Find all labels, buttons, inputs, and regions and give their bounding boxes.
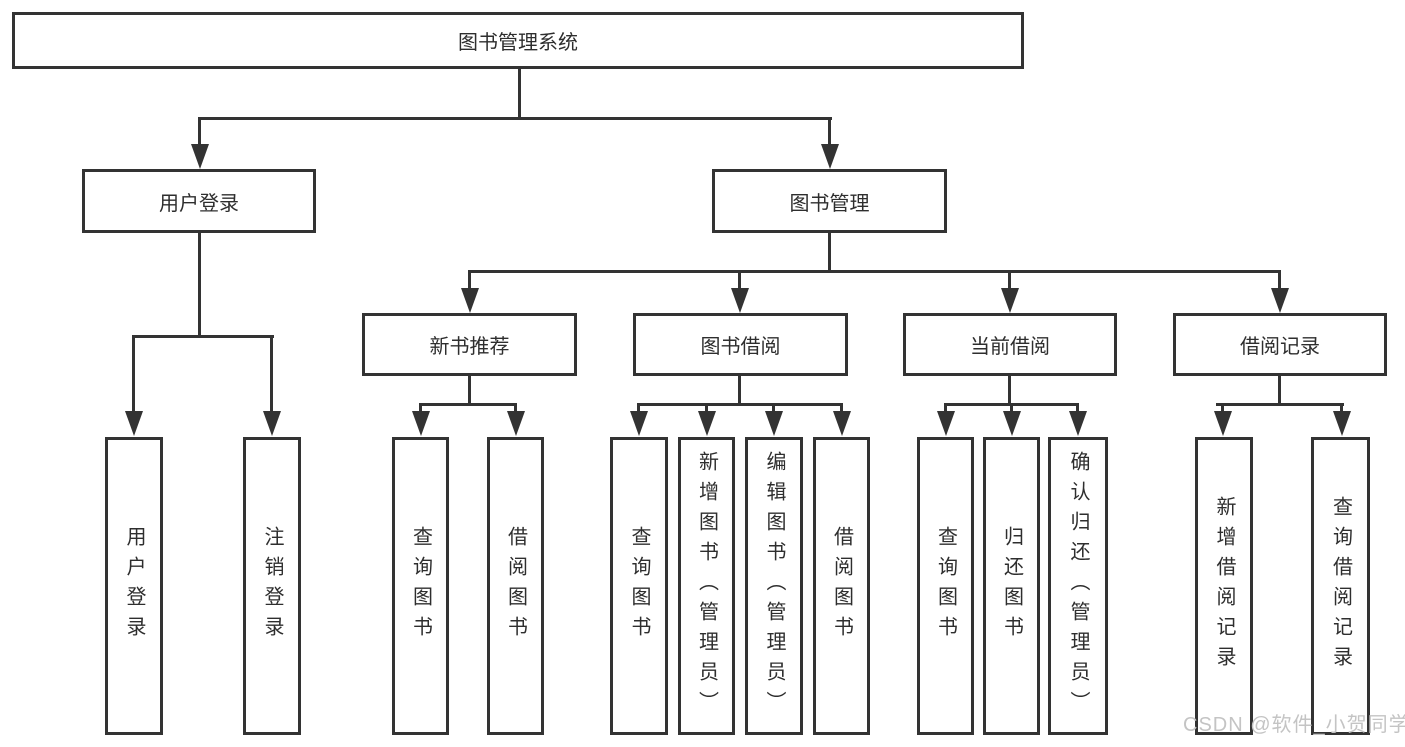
connector-book-management-stem <box>828 233 831 271</box>
node-nb-borrow-books-label: 借阅图书 <box>504 526 527 646</box>
connector-arrowhead <box>263 411 281 436</box>
node-login: 用户登录 <box>105 437 163 735</box>
connector-arrowhead <box>630 411 648 436</box>
connector-arrowhead <box>698 411 716 436</box>
connector-arrowhead <box>1001 288 1019 313</box>
node-nb-query-books: 查询图书 <box>392 437 449 735</box>
node-book-borrowing-label: 图书借阅 <box>700 336 781 358</box>
connector-arrowhead <box>191 144 209 169</box>
connector-drop-nb-borrow <box>514 403 517 414</box>
connector-drop-user-login <box>198 117 201 147</box>
node-borrowing-records: 借阅记录 <box>1173 313 1387 376</box>
node-nb-query-books-label: 查询图书 <box>409 526 432 646</box>
connector-drop-cb-return <box>1010 403 1013 414</box>
connector-arrowhead <box>125 411 143 436</box>
connector-drop-borrow-records <box>1278 270 1281 291</box>
node-bb-add-books-admin: 新增图书（管理员） <box>678 437 735 735</box>
connector-borrow-records-stem <box>1278 376 1281 404</box>
node-cb-return-books: 归还图书 <box>983 437 1040 735</box>
node-bb-query-books: 查询图书 <box>610 437 668 735</box>
connector-arrowhead <box>821 144 839 169</box>
node-bb-edit-books-admin-label: 编辑图书（管理员） <box>763 451 785 721</box>
connector-drop-current-borrow <box>1008 270 1011 291</box>
node-logout: 注销登录 <box>243 437 301 735</box>
connector-book-borrow-stem <box>738 376 741 404</box>
node-book-management: 图书管理 <box>712 169 947 233</box>
node-login-label: 用户登录 <box>123 526 145 646</box>
node-br-add-record: 新增借阅记录 <box>1195 437 1253 735</box>
connector-drop-bb-add <box>705 403 708 414</box>
connector-new-book-stem <box>468 376 471 404</box>
node-bb-borrow-books-label: 借阅图书 <box>830 526 853 646</box>
node-root: 图书管理系统 <box>12 12 1024 69</box>
connector-drop-new-book <box>468 270 471 291</box>
node-logout-label: 注销登录 <box>261 526 283 646</box>
node-book-borrowing: 图书借阅 <box>633 313 848 376</box>
connector-arrowhead <box>1333 411 1351 436</box>
node-user-login-label: 用户登录 <box>159 192 239 215</box>
connector-new-book-branch <box>419 403 517 406</box>
node-new-book-recommendation-label: 新书推荐 <box>429 336 510 358</box>
connector-book-management-branch <box>468 270 1281 273</box>
node-bb-add-books-admin-label: 新增图书（管理员） <box>695 451 718 721</box>
connector-drop-book-management <box>828 117 831 147</box>
node-bb-borrow-books: 借阅图书 <box>813 437 870 735</box>
node-bb-query-books-label: 查询图书 <box>628 526 650 646</box>
watermark-text: CSDN @软件_小贺同学 <box>1183 714 1405 736</box>
node-new-book-recommendation: 新书推荐 <box>362 313 577 376</box>
connector-arrowhead <box>765 411 783 436</box>
node-nb-borrow-books: 借阅图书 <box>487 437 544 735</box>
node-current-borrowing: 当前借阅 <box>903 313 1117 376</box>
connector-drop-cb-query <box>944 403 947 414</box>
connector-drop-br-add <box>1221 403 1224 414</box>
node-br-query-record-label: 查询借阅记录 <box>1329 496 1352 676</box>
connector-root-branch <box>198 117 832 120</box>
node-br-add-record-label: 新增借阅记录 <box>1213 496 1235 676</box>
node-cb-query-books-label: 查询图书 <box>934 526 957 646</box>
connector-arrowhead <box>507 411 525 436</box>
connector-arrowhead <box>1003 411 1021 436</box>
connector-drop-bb-edit <box>772 403 775 414</box>
connector-arrowhead <box>1069 411 1087 436</box>
node-cb-return-books-label: 归还图书 <box>1000 526 1023 646</box>
node-bb-edit-books-admin: 编辑图书（管理员） <box>745 437 803 735</box>
node-br-query-record: 查询借阅记录 <box>1311 437 1370 735</box>
connector-user-login-stem <box>198 233 201 336</box>
connector-drop-login <box>132 335 135 413</box>
connector-drop-bb-borrow <box>840 403 843 414</box>
connector-user-login-branch <box>132 335 274 338</box>
connector-root-stem <box>518 69 521 117</box>
connector-borrow-records-branch <box>1216 403 1344 406</box>
connector-drop-book-borrow <box>738 270 741 291</box>
node-borrowing-records-label: 借阅记录 <box>1240 336 1320 358</box>
connector-arrowhead <box>412 411 430 436</box>
node-current-borrowing-label: 当前借阅 <box>970 336 1050 358</box>
node-cb-confirm-return-admin-label: 确认归还（管理员） <box>1067 451 1089 721</box>
connector-drop-br-query <box>1340 403 1343 414</box>
node-user-login: 用户登录 <box>82 169 316 233</box>
node-book-management-label: 图书管理 <box>789 192 870 215</box>
node-root-label: 图书管理系统 <box>458 32 578 54</box>
connector-drop-logout <box>270 335 273 413</box>
connector-arrowhead <box>833 411 851 436</box>
connector-arrowhead <box>1214 411 1232 436</box>
connector-drop-cb-confirm <box>1076 403 1079 414</box>
connector-book-borrow-branch <box>637 403 843 406</box>
node-cb-confirm-return-admin: 确认归还（管理员） <box>1048 437 1108 735</box>
connector-drop-nb-query <box>419 403 422 414</box>
connector-drop-bb-query <box>637 403 640 414</box>
node-cb-query-books: 查询图书 <box>917 437 974 735</box>
connector-current-borrow-stem <box>1008 376 1011 404</box>
connector-arrowhead <box>1271 288 1289 313</box>
connector-arrowhead <box>937 411 955 436</box>
connector-arrowhead <box>461 288 479 313</box>
connector-arrowhead <box>731 288 749 313</box>
